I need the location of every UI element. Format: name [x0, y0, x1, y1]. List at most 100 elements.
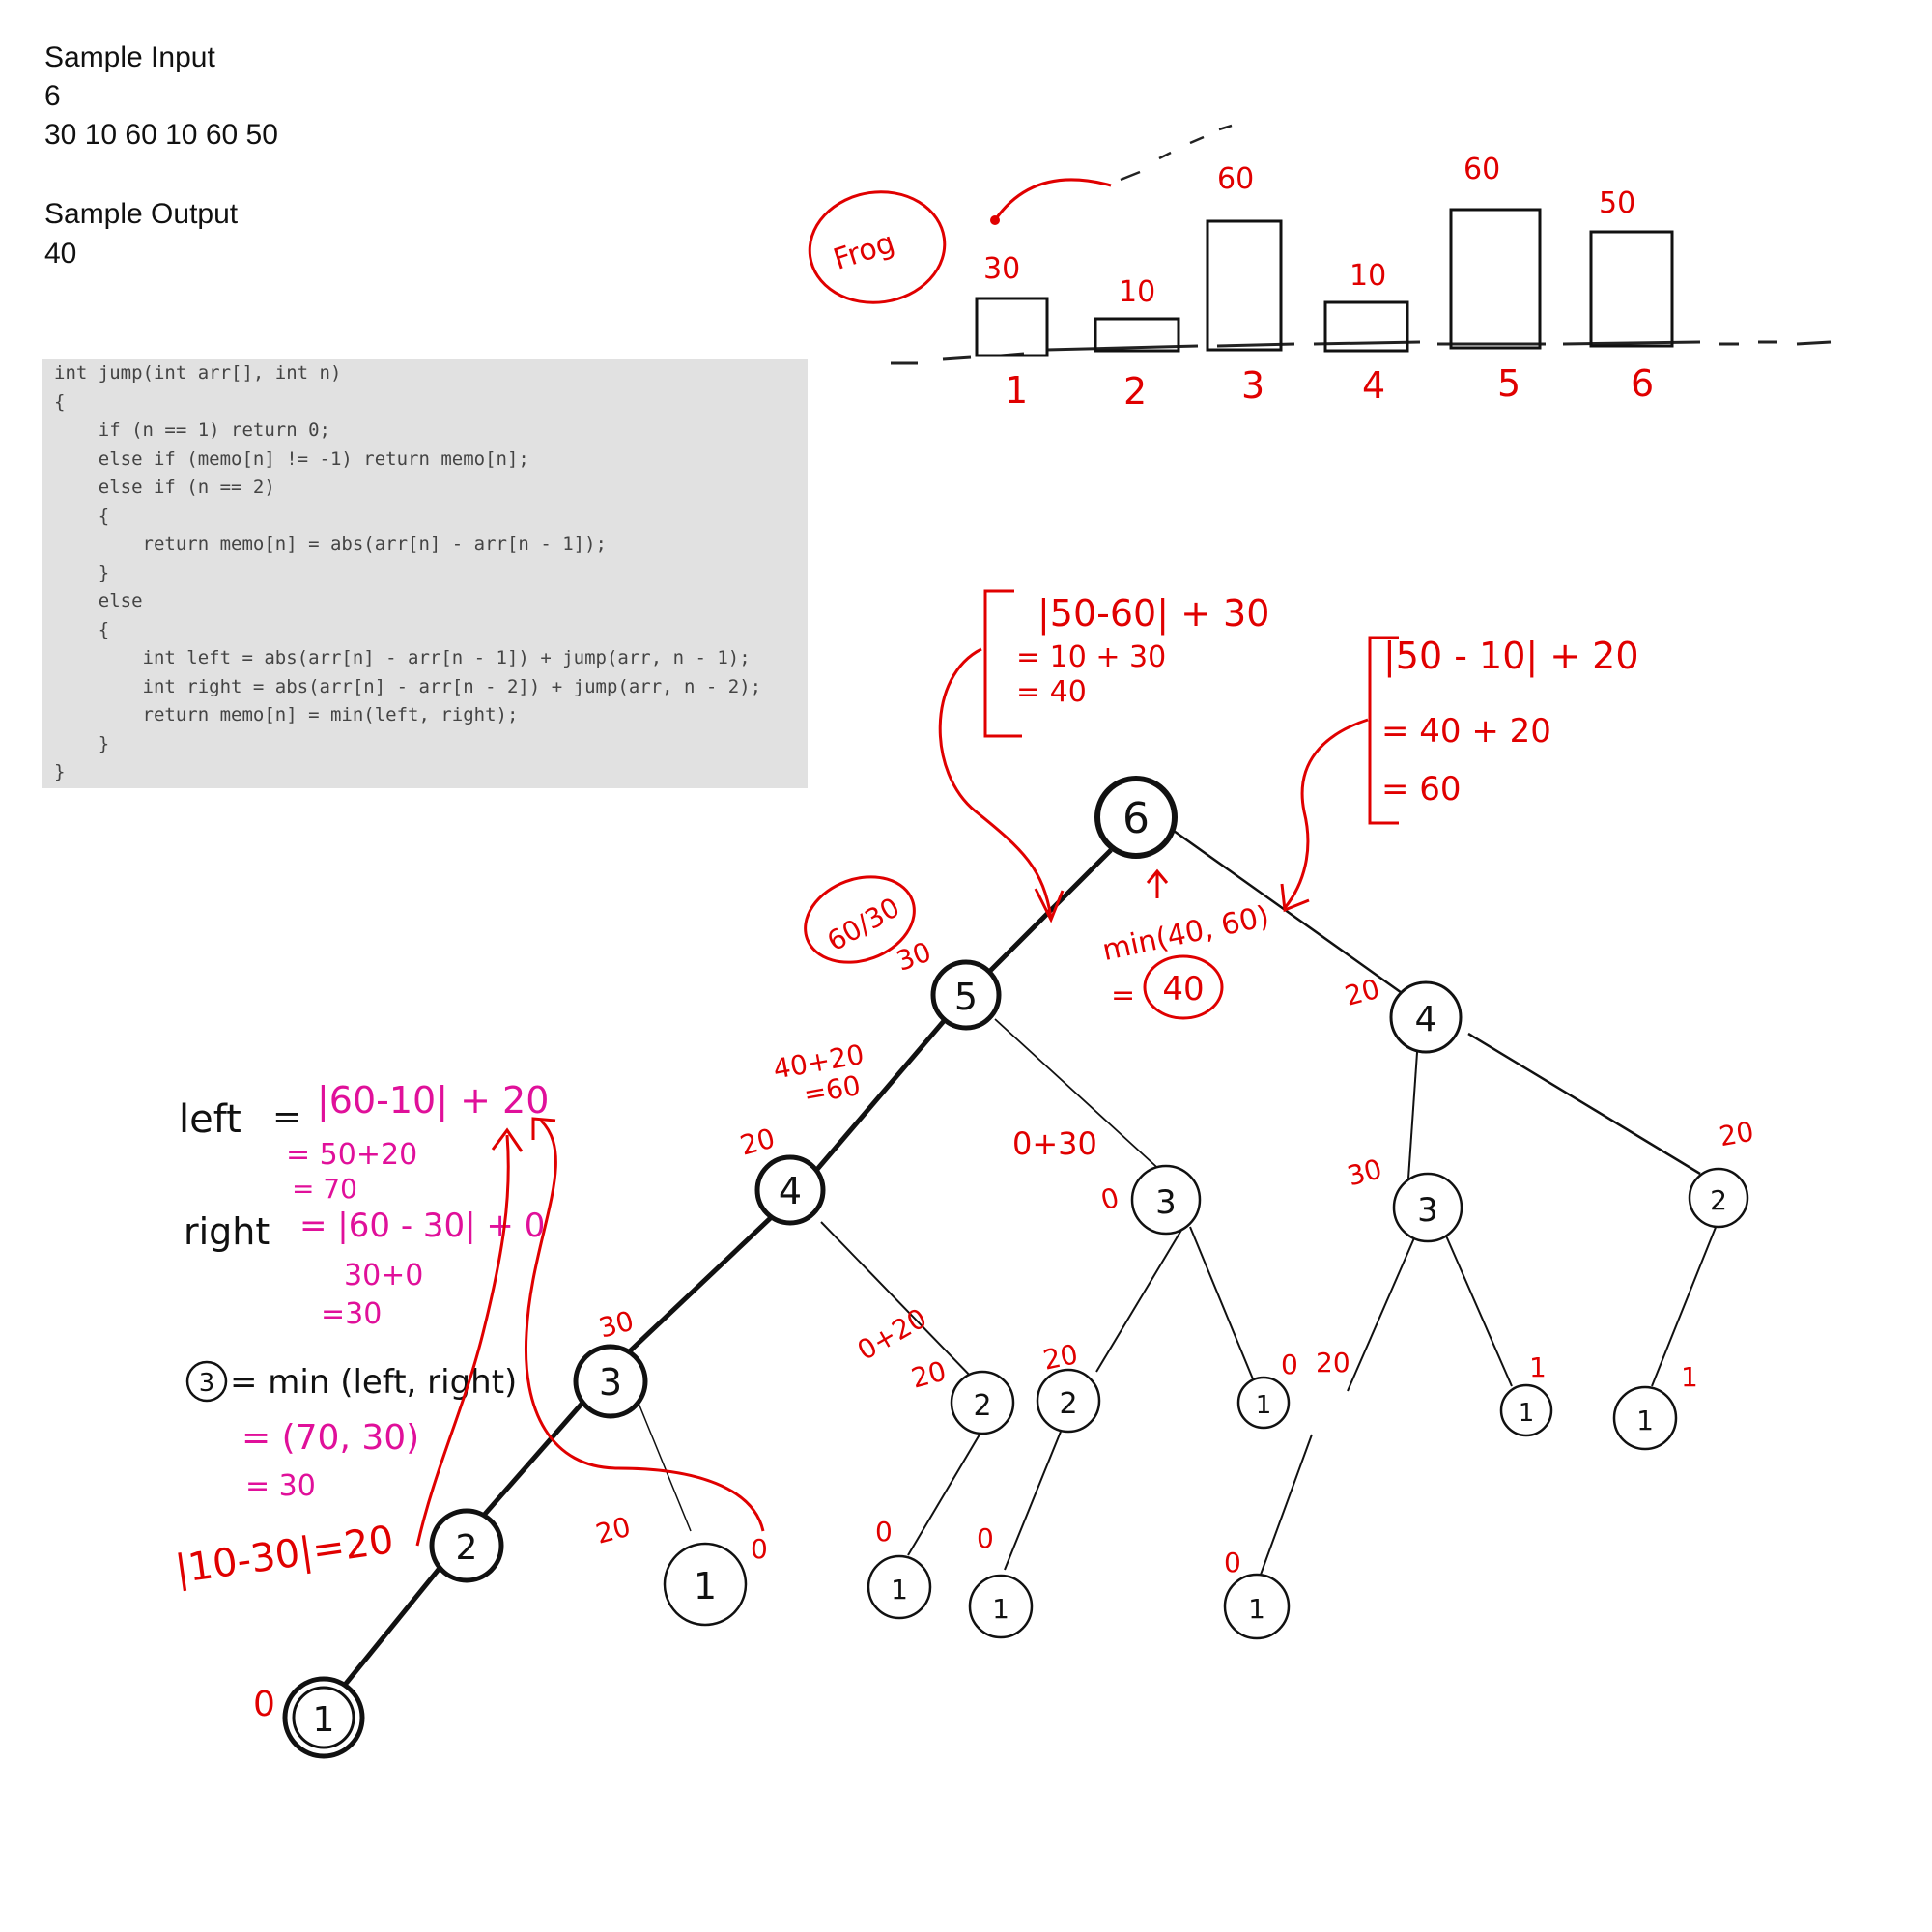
tree-edge [1444, 1233, 1513, 1387]
code-line: } [54, 733, 110, 754]
sample-input-n: 6 [44, 80, 61, 112]
edge-label: 0 [1097, 1181, 1122, 1216]
frog-label: Frog [830, 226, 899, 277]
equals: = [272, 1097, 301, 1137]
stone-2 [1094, 317, 1180, 353]
tree-node: 1 [1499, 1383, 1553, 1437]
stone-height: 50 [1599, 186, 1635, 220]
edge-label: 20 [1342, 973, 1383, 1012]
tree-edge [994, 1018, 1165, 1175]
tree-edge [1260, 1434, 1313, 1576]
calc-line: = 60 [1381, 770, 1462, 809]
edge-label: 1 [1529, 1351, 1547, 1383]
tree-node: 1 [968, 1574, 1034, 1639]
calc-line: |50-60| + 30 [1037, 592, 1269, 636]
sample-output-value: 40 [44, 238, 77, 270]
stone-5 [1449, 208, 1542, 350]
svg-text:3: 3 [1417, 1191, 1438, 1230]
tree-edge [637, 1400, 692, 1532]
edge-label: 0 [751, 1533, 768, 1565]
code-line: else [54, 590, 143, 611]
tree-node: 2 [1036, 1368, 1101, 1434]
tree-edge [820, 1221, 977, 1382]
svg-text:4: 4 [1415, 1000, 1437, 1039]
code-panel: int jump(int arr[], int n) { if (n == 1)… [42, 359, 808, 788]
svg-text:2: 2 [973, 1389, 991, 1423]
edge-label: 20 [1717, 1116, 1756, 1153]
svg-text:1: 1 [313, 1700, 335, 1740]
tree-edge [1173, 829, 1426, 1011]
tree-edge [1347, 1233, 1417, 1392]
tree-node: 6 [1094, 776, 1178, 859]
arrow [1283, 718, 1369, 909]
arrowhead [1034, 888, 1065, 923]
node3-mini [185, 1360, 228, 1403]
jump-trail [1120, 124, 1233, 182]
tree-node: 2 [1688, 1167, 1749, 1229]
tree-edge [1004, 1431, 1062, 1571]
code-line: int right = abs(arr[n] - arr[n - 2]) + j… [54, 676, 762, 697]
edge-label: 0 [875, 1516, 893, 1548]
arrow [1146, 868, 1169, 898]
left-label: left [179, 1097, 242, 1142]
calc-line: = 40 [1016, 675, 1087, 709]
node3-mini-label: 3 [199, 1369, 215, 1398]
svg-text:1: 1 [694, 1565, 717, 1607]
tree-node: 2 [950, 1370, 1015, 1435]
svg-text:1: 1 [1248, 1593, 1265, 1625]
sample-input-values: 30 10 60 10 60 50 [44, 119, 278, 151]
edge-label: 0 [253, 1685, 275, 1724]
arrow [524, 1119, 765, 1532]
root-result: 40 [1162, 970, 1204, 1009]
stone-height: 60 [1217, 162, 1254, 196]
arrow [415, 1134, 510, 1547]
jump-dot [990, 215, 1000, 225]
code-line: { [54, 391, 66, 412]
svg-text:2: 2 [1059, 1387, 1077, 1421]
code-line: { [54, 505, 110, 526]
code-line: { [54, 619, 110, 640]
edge-label: 20 [737, 1122, 779, 1162]
edge-label: 20 [908, 1355, 950, 1395]
stone-6 [1589, 230, 1674, 348]
svg-text:4: 4 [779, 1170, 802, 1212]
edge-label: 20 [592, 1511, 634, 1550]
calc-line: |50 - 10| + 20 [1383, 635, 1639, 678]
stone-4 [1323, 300, 1409, 353]
stone-index: 5 [1497, 362, 1520, 405]
svg-text:1: 1 [891, 1574, 908, 1605]
edge-label: 0 [1224, 1547, 1241, 1578]
svg-text:3: 3 [599, 1361, 622, 1404]
svg-text:5: 5 [954, 976, 978, 1018]
root-right-annotation: |50 - 10| + 20 = 40 + 20 = 60 [1280, 635, 1639, 913]
memo-circle [804, 875, 916, 964]
svg-text:2: 2 [1710, 1184, 1727, 1216]
tree-node: 1 [1612, 1385, 1678, 1451]
tree-nodes: 6 5 4 4 3 3 3 2 2 2 2 1 1 1 1 1 1 1 1 [282, 776, 1749, 1759]
stone-index: 2 [1123, 370, 1147, 412]
tree-edge [795, 993, 968, 1195]
tree-node: 3 [1130, 1164, 1202, 1236]
arrowhead [1280, 883, 1310, 913]
arrowhead [531, 1117, 556, 1140]
tree-node: 4 [754, 1154, 826, 1226]
tree-node: 2 [429, 1508, 504, 1583]
tree-edge [1189, 1226, 1255, 1382]
svg-text:6: 6 [1122, 794, 1150, 843]
tree-node: 1 [282, 1676, 365, 1759]
svg-text:3: 3 [1155, 1183, 1177, 1222]
tree-edge [1407, 1037, 1419, 1179]
right-expr: = |60 - 30| + 0 [299, 1207, 545, 1245]
code-line: return memo[n] = abs(arr[n] - arr[n - 1]… [54, 533, 607, 554]
min-equals: = [1111, 979, 1135, 1012]
jump-arc [993, 178, 1112, 221]
stone-index: 1 [1005, 369, 1028, 412]
edge-label: 0 [977, 1522, 994, 1554]
code-line: else if (n == 2) [54, 476, 275, 497]
code-line: } [54, 562, 110, 583]
svg-text:1: 1 [1636, 1405, 1654, 1436]
tree-edge [907, 1429, 983, 1556]
sample-output-heading: Sample Output [44, 198, 239, 230]
left-expr: |60-10| + 20 [317, 1079, 549, 1122]
code-line: return memo[n] = min(left, right); [54, 704, 519, 725]
